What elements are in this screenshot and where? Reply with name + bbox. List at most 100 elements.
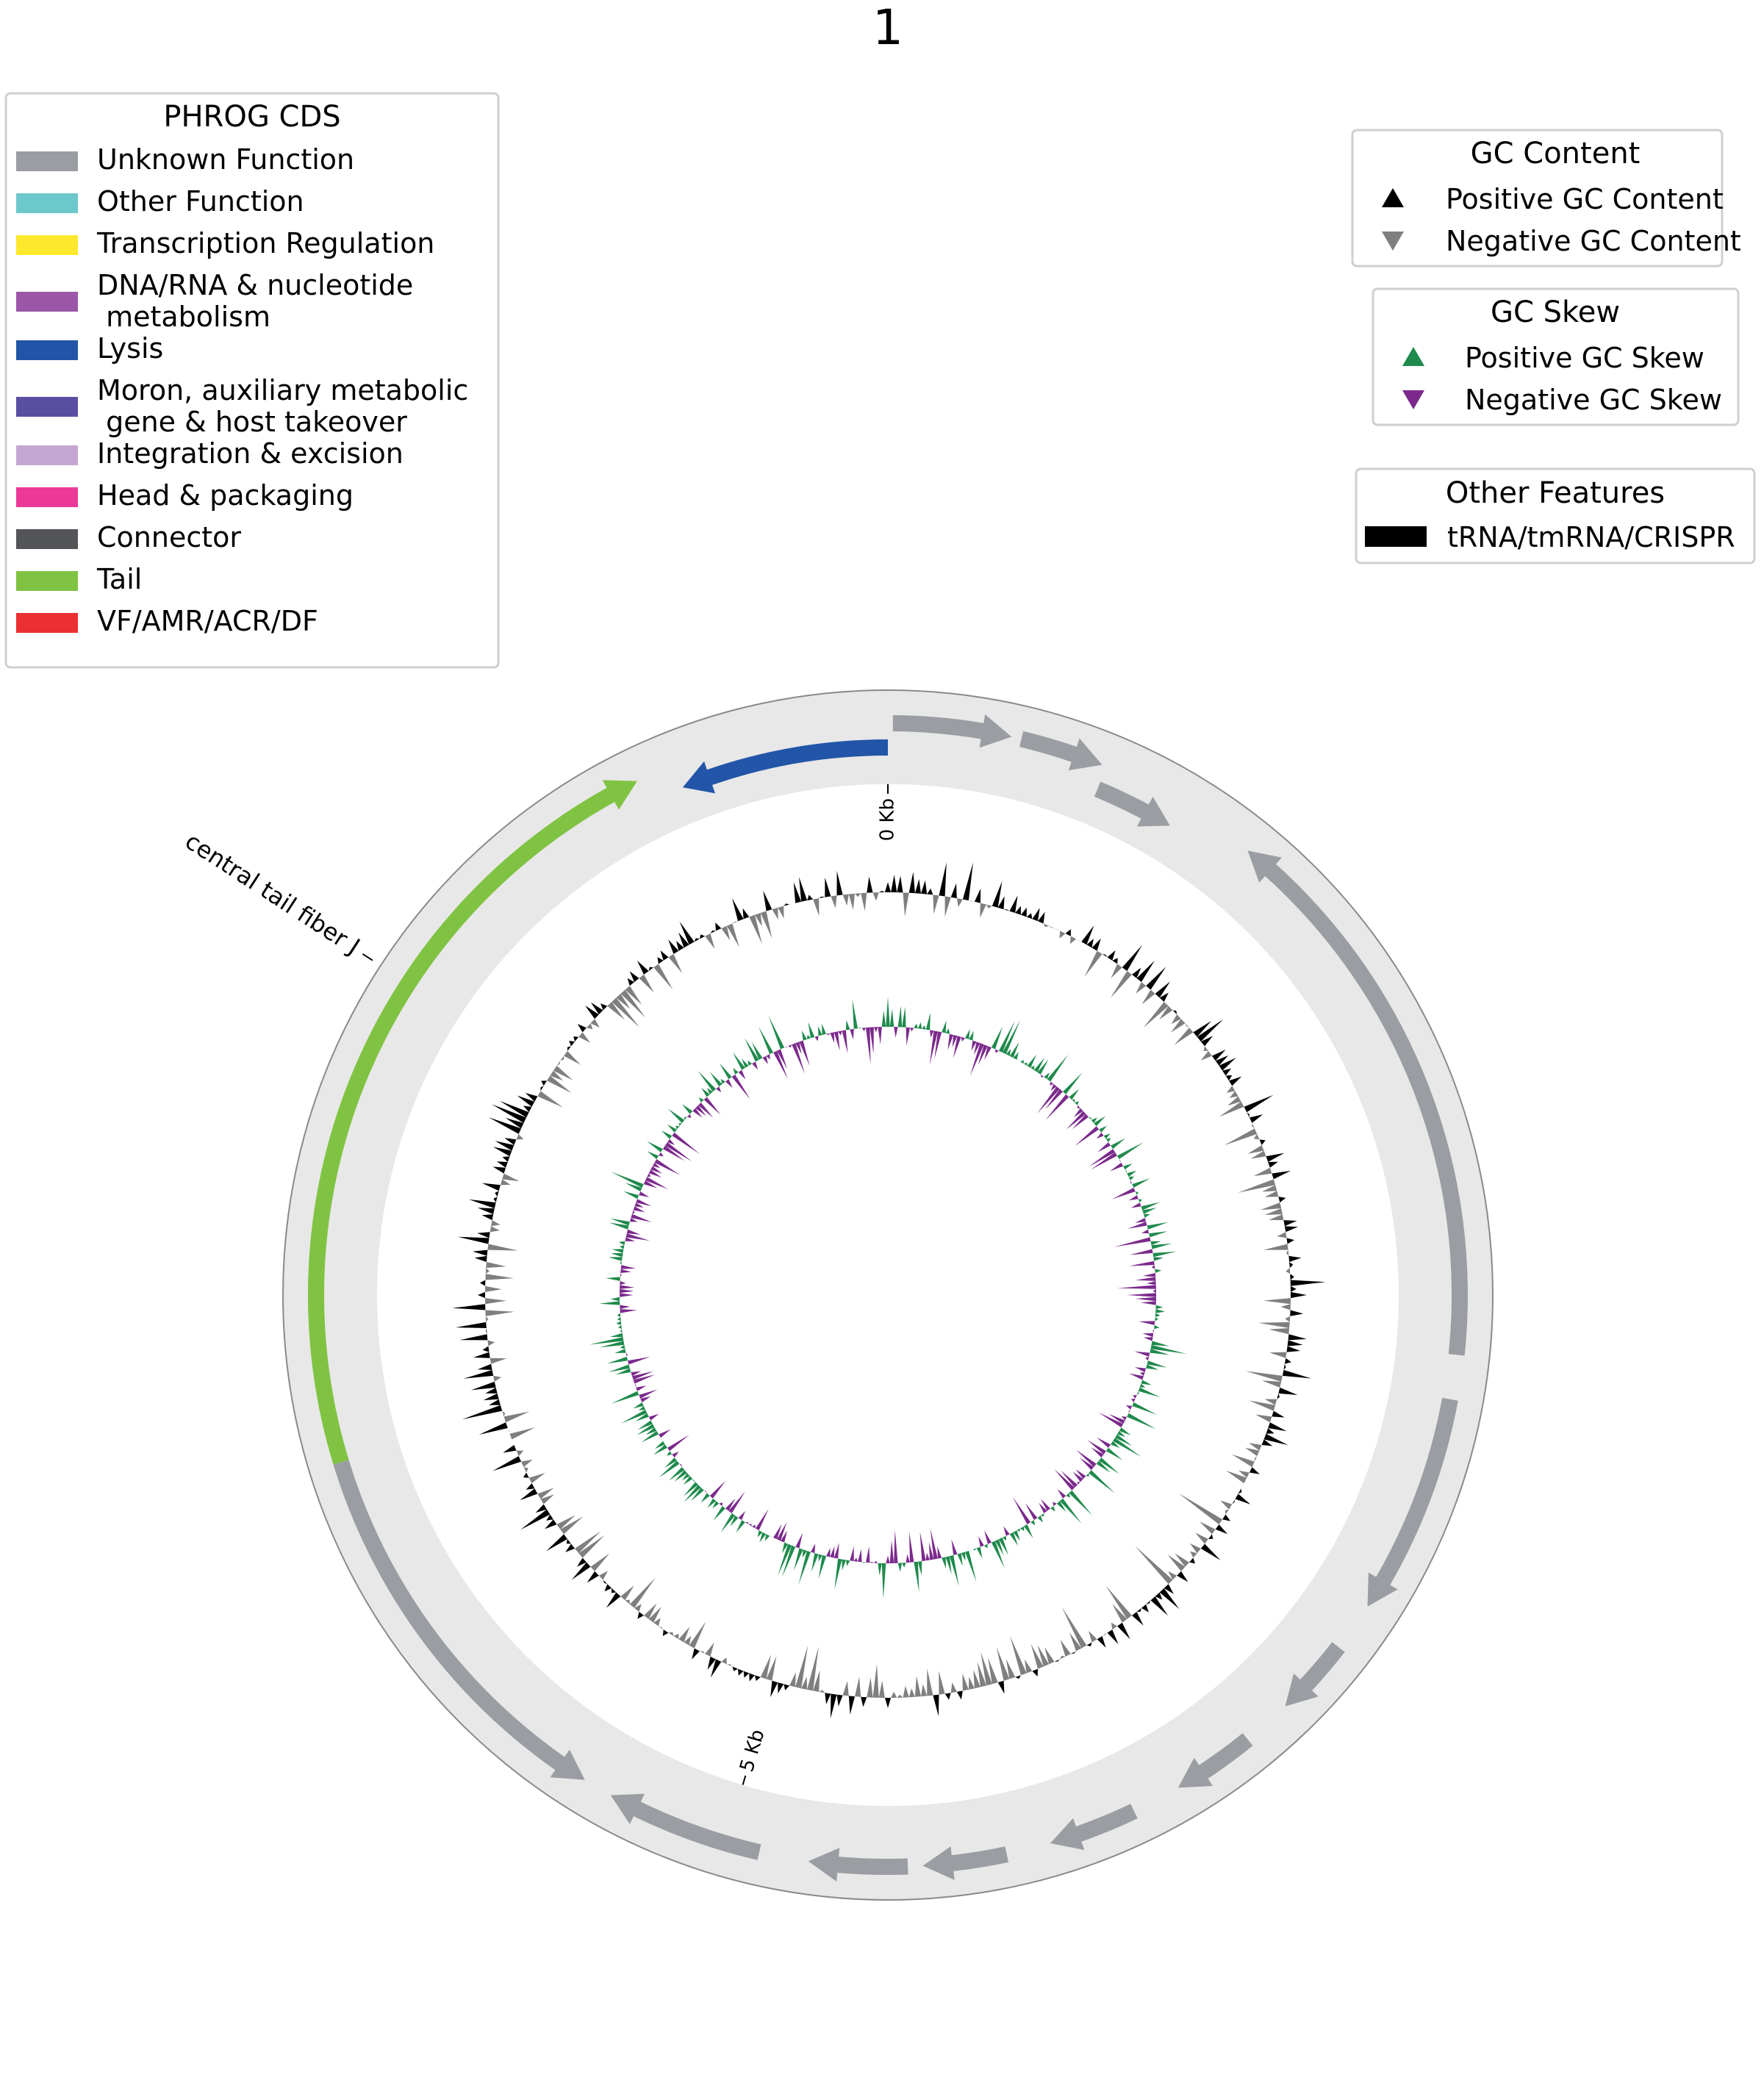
gc-content-positive-spike <box>1282 1369 1311 1379</box>
gc-content-positive-spike <box>520 1488 538 1501</box>
gc-skew-positive-spike <box>881 1563 886 1599</box>
gc-content-positive-spike <box>1211 1050 1226 1061</box>
gc-content-negative-spike <box>590 1019 600 1028</box>
other-legend-item: tRNA/tmRNA/CRISPR <box>1365 521 1735 553</box>
gc-skew-positive-spike <box>620 1260 622 1266</box>
gc-skew-positive-spike <box>995 1539 1004 1556</box>
gc-skew-positive-spike <box>1127 1170 1137 1177</box>
gc-skew-negative-spike <box>947 1033 954 1050</box>
gc-skew-negative-spike <box>709 1480 726 1499</box>
gc-content-positive-spike <box>477 1232 490 1238</box>
gc-content-positive-spike <box>692 1648 700 1660</box>
gc-content-positive-spike <box>587 1571 599 1583</box>
gc-skew-legend-title: GC Skew <box>1491 295 1620 329</box>
gc-content-positive-spike <box>492 1456 522 1471</box>
gc-content-negative-spike <box>1044 1647 1055 1665</box>
gc-skew-negative-spike <box>889 1540 894 1563</box>
gc-content-negative-spike <box>1249 1400 1276 1411</box>
gc-content-negative-spike <box>1264 1208 1283 1215</box>
gc-skew-positive-spike <box>618 1324 622 1330</box>
gc-skew-negative-spike <box>1141 1229 1150 1234</box>
gc-skew-negative-spike <box>799 1040 810 1066</box>
gc-content-negative-spike <box>760 1654 772 1679</box>
gc-content-negative-spike <box>897 1694 903 1698</box>
gc-content-negative-spike <box>789 903 796 905</box>
gc-skew-negative-spike <box>1139 1321 1155 1325</box>
gc-content-negative-spike <box>487 1244 518 1251</box>
gc-content-negative-spike <box>502 1410 506 1417</box>
gc-skew-positive-spike <box>647 1141 663 1152</box>
other-features-legend-title: Other Features <box>1446 476 1665 510</box>
gc-content-positive-spike <box>481 1214 494 1221</box>
gc-content-positive-spike <box>477 1363 492 1370</box>
gc-skew-positive-spike <box>998 1020 1015 1052</box>
gc-content-negative-spike <box>1253 1167 1272 1177</box>
gc-skew-positive-spike <box>639 1405 645 1410</box>
cds-arrow-unknown <box>1247 850 1468 1356</box>
gc-skew-positive-spike <box>902 1006 906 1028</box>
gc-skew-negative-spike <box>725 1498 736 1511</box>
gc-content-negative-spike <box>634 1604 642 1612</box>
gc-skew-positive-spike <box>1099 1457 1119 1474</box>
gc-skew-negative-spike <box>853 1557 858 1562</box>
gc-skew-positive-spike <box>1020 1060 1024 1064</box>
gc-skew-negative-spike <box>628 1357 650 1365</box>
gc-content-positive-spike <box>732 1666 738 1671</box>
gc-skew-negative-spike <box>1077 1105 1080 1108</box>
gc-skew-positive-spike <box>1027 1054 1037 1068</box>
gc-content-negative-spike <box>1285 1316 1291 1322</box>
phrog-legend-swatch <box>16 397 78 417</box>
gc-content-negative-spike <box>673 1633 679 1640</box>
gc-skew-negative-spike <box>620 1273 622 1277</box>
gc-content-positive-spike <box>848 1696 855 1715</box>
gc-skew-negative-spike <box>930 1030 934 1038</box>
gc-skew-positive-spike <box>945 1556 952 1574</box>
gc-content-positive-spike <box>1268 1161 1278 1168</box>
gc-content-positive-spike <box>1070 1651 1077 1654</box>
gc-content-positive-spike <box>517 1095 535 1107</box>
gc-content-negative-spike <box>968 1676 975 1690</box>
gc-skew-positive-spike <box>669 1466 685 1481</box>
gc-content-positive-spike <box>1136 960 1155 983</box>
gc-skew-negative-spike <box>866 1027 871 1065</box>
gc-skew-positive-spike <box>1141 1202 1161 1211</box>
gc-skew-positive-spike <box>845 1019 850 1030</box>
gc-content-positive-spike <box>944 1693 951 1700</box>
gc-content-negative-spike <box>973 1670 980 1689</box>
gc-content-positive-spike <box>577 1557 587 1567</box>
gc-content-negative-spike <box>556 1061 561 1066</box>
gc-content-positive-spike <box>715 922 722 931</box>
gc-content-negative-spike <box>980 1652 992 1686</box>
gc-skew-positive-spike <box>925 1012 931 1030</box>
gene-label-leader <box>362 953 373 961</box>
gc-content-positive-spike <box>749 1673 755 1682</box>
gc-skew-negative-spike <box>1135 1218 1147 1223</box>
gc-skew-positive-spike <box>1128 1176 1135 1181</box>
gc-skew-track <box>589 997 1187 1599</box>
gc-skew-positive-spike <box>623 1191 639 1199</box>
gc-content-positive-spike <box>710 1659 722 1678</box>
gc-skew-positive-spike <box>610 1218 630 1226</box>
gc_content-legend-item: Negative GC Content <box>1382 225 1741 257</box>
gc-skew-positive-spike <box>1002 1535 1006 1541</box>
gc-skew-negative-spike <box>672 1452 679 1458</box>
gc-content-negative-spike <box>872 1663 879 1698</box>
gc-content-positive-spike <box>1249 1467 1260 1474</box>
gc-skew-negative-spike <box>1057 1488 1066 1499</box>
phrog-legend-label: Connector <box>97 521 241 553</box>
gc-content-negative-spike <box>986 904 992 908</box>
gc-skew-positive-spike <box>1063 1072 1083 1094</box>
gc-skew-positive-spike <box>664 1457 677 1468</box>
gc-skew-negative-spike <box>1129 1260 1155 1266</box>
gc-content-negative-spike <box>1174 1028 1194 1045</box>
gc-content-positive-spike <box>611 1588 617 1593</box>
gc-content-negative-spike <box>485 1268 490 1274</box>
gc-skew-positive-spike <box>620 1329 623 1333</box>
gc-skew-positive-spike <box>889 1008 894 1028</box>
gc-skew-positive-spike <box>1152 1251 1177 1258</box>
gc-skew-negative-spike <box>894 1529 898 1563</box>
gc-skew-positive-spike <box>692 1479 696 1482</box>
gc-content-negative-spike <box>944 896 951 917</box>
gc-content-positive-spike <box>1266 1428 1274 1434</box>
